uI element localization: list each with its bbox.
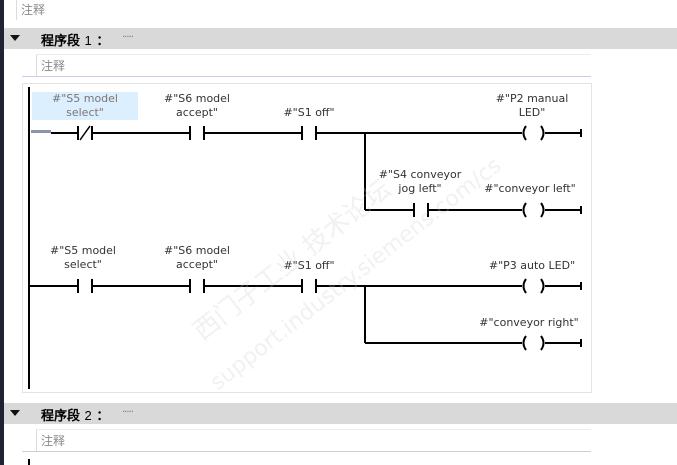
network-title-prefix: 程序段 <box>41 409 81 424</box>
network-1-header[interactable]: 程序段 1 ： ..... <box>4 28 677 49</box>
window-left-edge <box>0 0 4 465</box>
coil-p3-auto-led[interactable] <box>522 278 545 294</box>
network-1-comment[interactable]: 注释 <box>36 54 591 76</box>
network-2-title-placeholder[interactable]: ..... <box>122 404 134 415</box>
coil-conveyor-right[interactable] <box>522 335 545 351</box>
comment-text: 注释 <box>21 3 46 17</box>
contact-nc-s5[interactable] <box>77 125 93 141</box>
operand-line: #"S6 model <box>163 92 230 105</box>
rung-1 <box>31 125 582 218</box>
collapse-arrow-icon[interactable] <box>10 35 20 41</box>
operand-label-s1[interactable]: #"S1 off" <box>268 259 350 273</box>
operand-label-s5[interactable]: #"S5 model select" <box>36 244 130 272</box>
operand-label-s6[interactable]: #"S6 model accept" <box>150 244 244 272</box>
comment-text: 注释 <box>41 59 66 73</box>
operand-line: LED" <box>518 106 546 119</box>
network-colon: ： <box>96 409 110 424</box>
operand-line: #"S1 off" <box>283 259 335 272</box>
operand-line: #"conveyor left" <box>484 182 576 195</box>
operand-line: #"conveyor right" <box>479 316 579 329</box>
coil-p2-manual-led[interactable] <box>522 125 545 141</box>
network-2-header[interactable]: 程序段 2 ： ..... <box>4 403 677 424</box>
comment-divider <box>22 451 591 452</box>
network-number: 1 <box>84 33 92 48</box>
operand-line: select" <box>64 258 102 271</box>
collapse-arrow-icon[interactable] <box>10 410 20 416</box>
operand-label-conveyor-left[interactable]: #"conveyor left" <box>480 182 580 196</box>
operand-label-s1[interactable]: #"S1 off" <box>268 106 350 120</box>
previous-network-comment[interactable]: 注释 <box>16 0 677 20</box>
operand-label-s4[interactable]: #"S4 conveyor jog left" <box>370 168 470 196</box>
network-1-title-placeholder[interactable]: ..... <box>122 29 134 40</box>
contact-no-s4[interactable] <box>413 203 429 217</box>
rung-2 <box>29 278 582 351</box>
network-2-title: 程序段 2 ： <box>41 405 109 424</box>
operand-label-p2[interactable]: #"P2 manual LED" <box>484 92 580 120</box>
network-2-comment[interactable]: 注释 <box>36 429 591 451</box>
operand-label-s5-selected[interactable]: #"S5 model select" <box>32 92 138 120</box>
contact-no-s1[interactable] <box>301 126 317 140</box>
network-number: 2 <box>84 408 92 423</box>
contact-no-s5[interactable] <box>77 279 93 293</box>
operand-label-s6[interactable]: #"S6 model accept" <box>150 92 244 120</box>
operand-label-p3[interactable]: #"P3 auto LED" <box>482 259 582 273</box>
operand-line: #"S5 model <box>49 244 116 257</box>
operand-line: select" <box>66 106 104 119</box>
operand-line: accept" <box>176 258 218 271</box>
contact-no-s6[interactable] <box>189 126 205 140</box>
ladder-network-1 <box>22 83 592 393</box>
operand-line: jog left" <box>398 182 442 195</box>
network-colon: ： <box>96 34 110 49</box>
comment-divider <box>22 76 591 77</box>
operand-line: accept" <box>176 106 218 119</box>
operand-line: #"S6 model <box>163 244 230 257</box>
operand-line: #"P2 manual <box>495 92 569 105</box>
operand-line: #"S4 conveyor <box>378 168 462 181</box>
operand-line: #"S1 off" <box>283 106 335 119</box>
operand-line: #"P3 auto LED" <box>488 259 576 272</box>
comment-text: 注释 <box>41 434 66 448</box>
contact-no-s6[interactable] <box>189 279 205 293</box>
coil-conveyor-left[interactable] <box>522 202 545 218</box>
rung-selection-marker <box>31 130 51 133</box>
network-title-prefix: 程序段 <box>41 34 81 49</box>
operand-label-conveyor-right[interactable]: #"conveyor right" <box>476 316 582 330</box>
operand-line: #"S5 model <box>51 92 118 105</box>
contact-no-s1[interactable] <box>301 279 317 293</box>
network-1-title: 程序段 1 ： <box>41 30 109 49</box>
